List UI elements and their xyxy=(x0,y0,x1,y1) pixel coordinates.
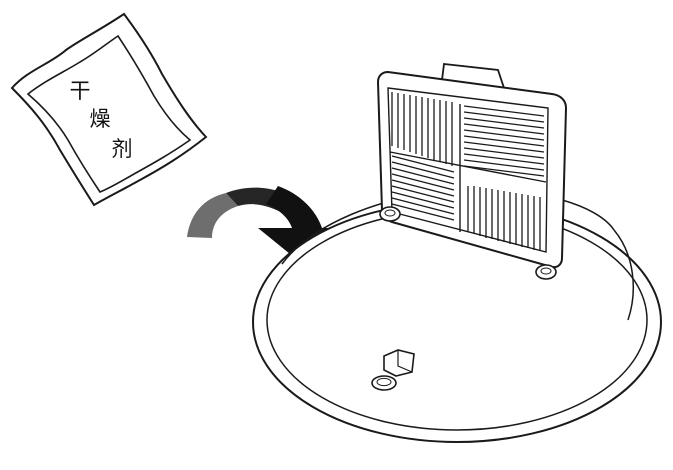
packet-label-char-2: 燥 xyxy=(90,107,111,131)
packet-label-char-1: 干 xyxy=(70,79,91,103)
filter-foot-right xyxy=(535,264,557,280)
filter-vents-top-right xyxy=(463,105,545,177)
filter-foot-left xyxy=(379,206,401,222)
filter-vents-bottom-right xyxy=(467,186,541,251)
packet-label-char-3: 剂 xyxy=(112,137,133,161)
filter-cartridge-icon xyxy=(376,63,568,280)
desiccant-packet-icon: 干 燥 剂 xyxy=(10,12,208,207)
lid-boss-icon xyxy=(371,375,397,391)
filter-vents-top-left xyxy=(391,92,453,166)
lid-clip-icon xyxy=(383,349,415,377)
filter-vents-bottom-left xyxy=(391,155,455,221)
